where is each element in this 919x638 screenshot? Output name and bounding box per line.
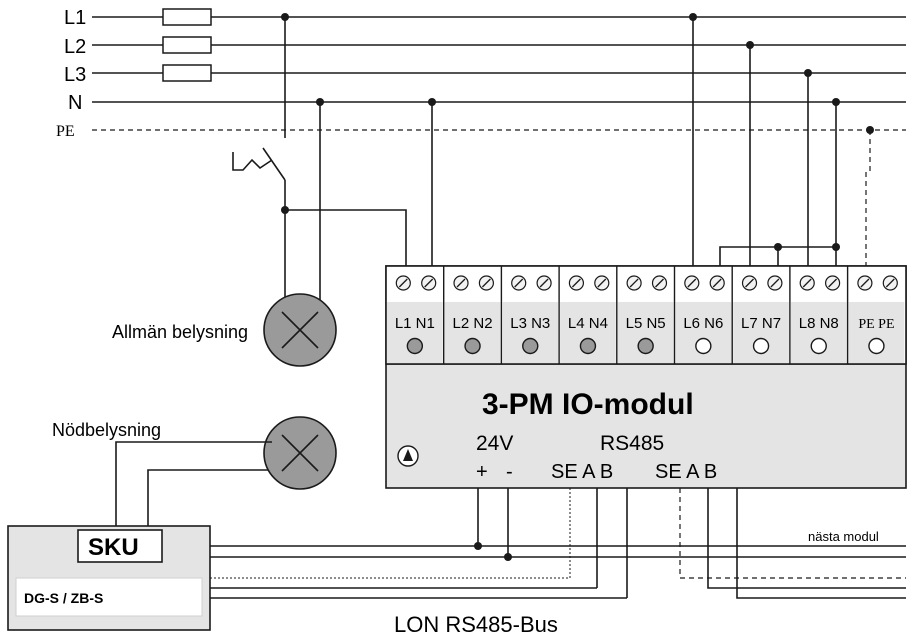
line-label-l3: L3 [64,64,86,86]
fuse-l3-icon [162,64,212,82]
label-24v: 24V [476,432,513,455]
terminal-led-icon [695,337,712,355]
terminal-group: L1 N1 L2 N2 L3 N3 L4 N4 L5 N5 L6 N6 L7 N7 L8 N8… [387,266,905,364]
junction-dot [774,243,782,251]
fuse-l2-icon [162,36,212,54]
terminal-label: PE PE [858,317,894,332]
label-bus-terms-1: SE A B [551,461,613,483]
terminal-label: L6 N6 [683,315,723,332]
line-label-n: N [68,92,82,114]
terminal-screw-slot [712,278,722,288]
label-rs485: RS485 [600,432,664,455]
terminal-screw-slot [597,278,607,288]
terminal-screw-slot [745,278,754,288]
wire-b2 [736,488,906,599]
label-emergency-lighting: Nödbelysning [52,420,161,440]
terminal-label: L2 N2 [453,315,493,332]
terminal-label: L1 N1 [395,315,435,332]
terminal-led-icon [868,337,885,355]
terminal-led-icon [810,337,827,355]
terminal-screw-slot [424,278,434,288]
terminal-led-icon [464,337,481,355]
fuse-l1-icon [162,8,212,26]
label-plus: + [476,461,488,483]
terminal-screw-slot [770,278,780,288]
terminal-screw-slot [655,278,664,288]
terminal-led-icon [579,337,597,355]
terminal-screw-slot [885,278,895,288]
terminal-label: L4 N4 [568,315,608,332]
switch-icon [262,147,286,181]
terminal-screw-slot [828,278,838,288]
module-title: 3-PM IO-modul [482,388,694,421]
wire-n-bridge [719,246,836,268]
label-minus: - [506,461,513,483]
terminal-screw-slot [687,278,697,288]
terminal-screw-slot [860,278,870,288]
terminal-label: L3 N3 [510,315,550,332]
terminal-screw-slot [481,278,491,288]
terminal-label: L8 N8 [799,315,839,332]
terminal-screw-slot [514,278,524,288]
terminal-screw-slot [456,278,466,288]
wire-se2 [679,488,906,579]
wire-sku-lamp-1 [115,441,272,526]
label-lon-bus: LON RS485-Bus [394,612,558,637]
line-label-pe: PE [56,123,75,140]
sku-model-box [15,577,203,617]
terminal-screw-slot [802,278,812,288]
terminal-screw-slot [629,278,639,288]
sku-title: SKU [88,534,139,561]
line-label-l1: L1 [64,7,86,29]
label-general-lighting: Allmän belysning [112,322,248,342]
wire-a2 [707,488,906,589]
line-label-l2: L2 [64,36,86,58]
terminal-screw-slot [539,278,549,288]
wire-to-l1 [285,209,407,268]
terminal-label: L7 N7 [741,315,781,332]
sku-label-box [77,529,163,563]
label-next-module: nästa modul [808,529,879,544]
wire-sku-lamp-2 [147,469,268,526]
lamp-cross [281,434,319,472]
terminal-led-icon [406,337,424,355]
lamp-cross [281,311,319,349]
terminal-led-icon [522,337,539,355]
terminal-label: L5 N5 [626,315,666,332]
terminal-led-icon [752,337,770,355]
terminal-led-icon [637,337,654,355]
sku-model: DG-S / ZB-S [24,590,103,606]
status-led-icon [403,449,413,461]
switch-actuator-icon [232,152,273,171]
label-bus-terms-2: SE A B [655,461,717,483]
terminal-screw-slot [571,278,581,288]
junction-dot [832,243,840,251]
terminal-screw-slot [398,278,408,288]
